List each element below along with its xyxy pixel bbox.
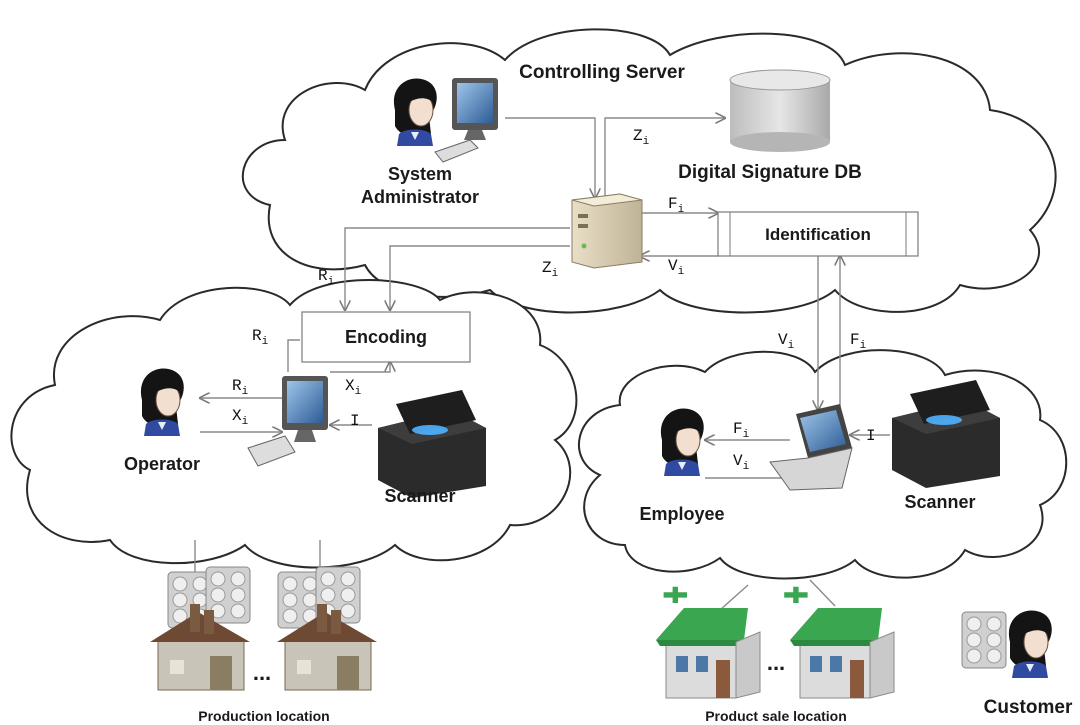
digital-signature-db-label: Digital Signature DB bbox=[678, 162, 862, 183]
var-v-ident: Vi bbox=[668, 257, 685, 278]
customer-avatar bbox=[1008, 609, 1053, 679]
admin-computer-icon bbox=[434, 78, 498, 163]
system-administrator-avatar bbox=[393, 77, 438, 147]
identification-label: Identification bbox=[765, 225, 871, 244]
employee-avatar bbox=[660, 407, 705, 477]
var-x-operator: Xi bbox=[232, 407, 249, 428]
factory-icon-1 bbox=[150, 566, 251, 691]
identification-box: Identification bbox=[717, 211, 919, 257]
var-v-down: Vi bbox=[778, 331, 795, 352]
var-r-operator: Ri bbox=[232, 377, 249, 398]
sale-scanner-label: Scanner bbox=[904, 492, 975, 512]
sale-ellipsis: ... bbox=[767, 650, 785, 675]
sale-line-1 bbox=[719, 584, 749, 611]
server-tower-icon bbox=[571, 193, 643, 269]
sale-line-2 bbox=[809, 579, 836, 607]
encoding-box: Encoding bbox=[301, 311, 471, 363]
operator-label: Operator bbox=[124, 454, 200, 474]
admin-label-line2: Administrator bbox=[361, 187, 479, 207]
customer-label: Customer bbox=[984, 697, 1073, 718]
server-to-db-line bbox=[604, 118, 725, 198]
admin-to-server-line bbox=[505, 117, 595, 198]
var-x-encoding: Xi bbox=[345, 377, 362, 398]
operator-avatar bbox=[140, 367, 185, 437]
x-to-encoding-line bbox=[330, 362, 390, 373]
var-r-enc: Ri bbox=[318, 267, 335, 288]
z-to-encoding-line bbox=[390, 245, 570, 310]
factory-icon-2 bbox=[277, 566, 377, 691]
var-i-prod-scanner: I bbox=[350, 412, 360, 430]
var-v-employee: Vi bbox=[733, 452, 750, 473]
pharmacy-icon-2 bbox=[784, 586, 895, 699]
laptop-icon bbox=[769, 404, 853, 491]
production-scanner-icon bbox=[378, 390, 486, 498]
var-z-enc: Zi bbox=[542, 259, 559, 280]
database-icon bbox=[729, 69, 831, 152]
r-to-encoding-line bbox=[345, 227, 570, 310]
product-sale-location-label: Product sale location bbox=[705, 708, 847, 724]
employee-label: Employee bbox=[639, 504, 724, 524]
encoding-label: Encoding bbox=[345, 327, 427, 347]
production-scanner-label: Scanner bbox=[384, 486, 455, 506]
pharmacy-icon-1 bbox=[656, 586, 761, 699]
var-r-left: Ri bbox=[252, 327, 269, 348]
customer-pill-pack bbox=[961, 611, 1007, 669]
production-location-label: Production location bbox=[198, 708, 329, 724]
var-f-employee: Fi bbox=[733, 420, 750, 441]
var-z-db: Zi bbox=[633, 127, 650, 148]
sale-scanner-icon bbox=[892, 380, 1000, 488]
var-i-sale-scanner: I bbox=[866, 427, 876, 445]
encoding-to-pc-line bbox=[287, 339, 300, 372]
operator-computer-icon bbox=[247, 376, 328, 467]
controlling-server-title: Controlling Server bbox=[519, 62, 685, 83]
var-f-ident: Fi bbox=[668, 195, 685, 216]
production-ellipsis: ... bbox=[253, 660, 271, 685]
var-f-down: Fi bbox=[850, 331, 867, 352]
admin-label-line1: System bbox=[388, 164, 452, 184]
